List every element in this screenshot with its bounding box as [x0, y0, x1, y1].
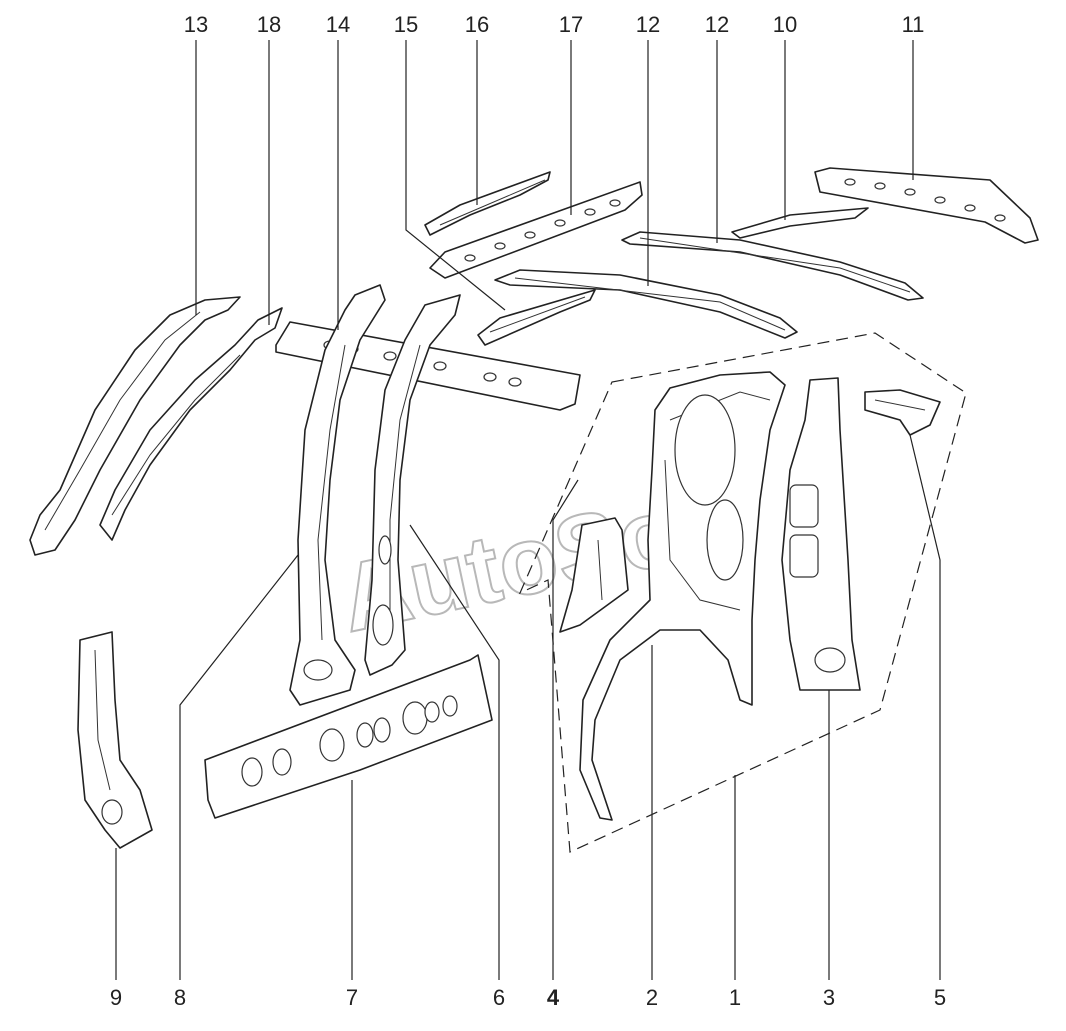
part-4-bracket	[559, 517, 629, 633]
leader-lines	[115, 40, 941, 980]
callouts-top: 13 18 14 15 16 17 12 12 10 11	[184, 12, 925, 37]
part-5-corner-bracket	[864, 389, 941, 436]
callout-4: 4	[547, 985, 560, 1010]
callout-3: 3	[823, 985, 835, 1010]
part-6-b-pillar-inner	[364, 294, 461, 676]
callout-12-b: 12	[705, 12, 729, 37]
part-7-sill-panel	[204, 654, 493, 819]
part-17-perforated-rail	[429, 181, 643, 279]
part-18-inner-rail	[99, 307, 283, 541]
callout-18: 18	[257, 12, 281, 37]
callout-15: 15	[394, 12, 418, 37]
part-15-small-rail	[477, 289, 596, 346]
part-12-roof-bow-lower	[494, 269, 798, 339]
part-12-roof-bow-upper	[621, 231, 924, 301]
callout-16: 16	[465, 12, 489, 37]
part-8-b-pillar	[289, 284, 386, 706]
callout-7: 7	[346, 985, 358, 1010]
callout-2: 2	[646, 985, 658, 1010]
part-2-side-panel	[579, 371, 786, 821]
callout-9: 9	[110, 985, 122, 1010]
callout-12-a: 12	[636, 12, 660, 37]
callouts-bottom: 9 8 7 6 4 2 1 3 5	[110, 985, 946, 1010]
part-13-pillar-rail	[29, 296, 241, 556]
part-16-short-rail	[424, 171, 551, 236]
part-9-front-lower-pillar	[77, 631, 153, 849]
part-11-rear-cross-member	[814, 167, 1039, 244]
part-10-thin-strip	[731, 207, 869, 239]
callout-17: 17	[559, 12, 583, 37]
callout-13: 13	[184, 12, 208, 37]
callout-6: 6	[493, 985, 505, 1010]
callout-8: 8	[174, 985, 186, 1010]
part-3-c-pillar-inner	[781, 377, 861, 691]
callout-1: 1	[729, 985, 741, 1010]
callout-11: 11	[902, 12, 925, 37]
callout-5: 5	[934, 985, 946, 1010]
callout-14: 14	[326, 12, 350, 37]
callout-10: 10	[773, 12, 797, 37]
group-boundary	[518, 332, 967, 853]
